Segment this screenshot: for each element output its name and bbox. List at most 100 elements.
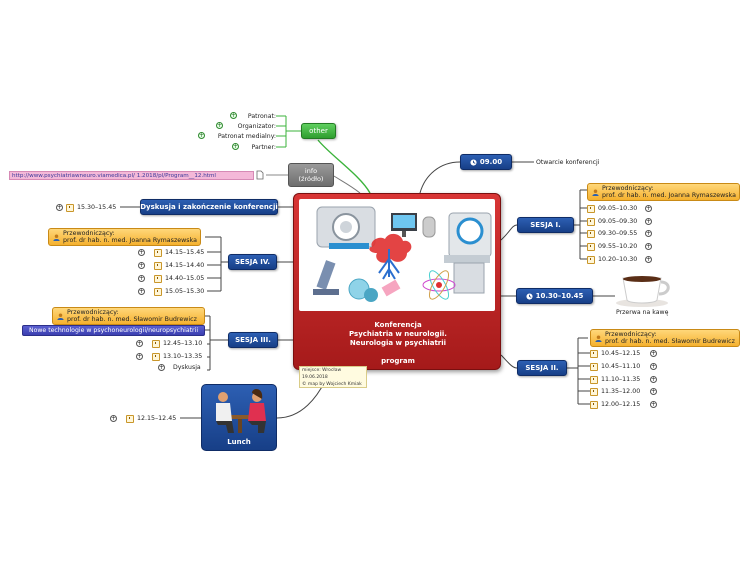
other-item-patronat[interactable]: Patronat: [247,112,276,120]
expand-icon[interactable]: + [136,353,143,360]
time-label: 09.05–10.30 [598,205,638,212]
time-label: 12.45–13.10 [163,340,203,347]
chair-title: Przewodniczący: [63,229,115,237]
expand-icon[interactable]: + [650,363,657,370]
time-label: 11.35–12.00 [601,388,641,395]
sesja-2-time-2[interactable]: 10.45–11.10 [590,362,640,371]
sesja-1-time-3[interactable]: 09.30–09.55 [587,229,637,238]
chair-name: prof. dr hab. n. med. Joanna Rymaszewska [63,237,197,244]
sesja-1-time-5[interactable]: 10.20–10.30 [587,255,637,264]
expand-icon[interactable]: + [138,288,145,295]
sesja-1-chair[interactable]: Przewodniczący:prof. dr hab. n. med. Joa… [587,183,740,201]
clock-icon [154,261,162,270]
sesja-1-time-4[interactable]: 09.55–10.20 [587,242,637,251]
expand-icon[interactable]: + [138,249,145,256]
przerwa-na-kawe-text[interactable]: Przerwa na kawę [616,308,669,316]
clock-icon [590,349,598,358]
sesja-1-time-2[interactable]: 09.05–09.30 [587,217,637,226]
sesja-2-time-5[interactable]: 12.00–12.15 [590,400,640,409]
expand-icon[interactable]: + [138,262,145,269]
expand-icon[interactable]: + [216,122,223,129]
sesja-2-node[interactable]: SESJA II. [517,360,567,376]
clock-icon [126,414,134,423]
chair-title: Przewodniczący: [605,330,657,338]
sesja-3-node[interactable]: SESJA III. [228,332,278,348]
expand-icon[interactable]: + [650,388,657,395]
other-item-organizator[interactable]: Organizator: [237,122,276,130]
lunch-people-icon [216,389,266,433]
sesja-2-time-4[interactable]: 11.35–12.00 [590,387,640,396]
info-url-link[interactable]: http://www.psychiatriawneuro.viamedica.p… [9,171,254,180]
expand-icon[interactable]: + [645,205,652,212]
clock-icon [587,242,595,251]
expand-icon[interactable]: + [158,364,165,371]
other-node[interactable]: other [301,123,336,139]
expand-icon[interactable]: + [645,256,652,263]
otwarcie-konferencji-text[interactable]: Otwarcie konferencji [536,158,600,166]
central-topic-node[interactable]: Konferencja Psychiatria w neurologii. Ne… [293,193,501,370]
chair-name: prof. dr hab. n. med. Sławomir Budrewicz [67,316,197,323]
expand-icon[interactable]: + [650,350,657,357]
time-label: 12.15–12.45 [137,415,177,422]
time-label: 14.15–15.45 [165,249,205,256]
expand-icon[interactable]: + [650,376,657,383]
event-note: miejsce: Wrocław 19.06.2018 © map by Woj… [299,366,367,388]
clock-icon [590,400,598,409]
time-label: 09.55–10.20 [598,243,638,250]
info-node[interactable]: info (źródło) [288,163,334,187]
person-icon [57,312,64,320]
clock-icon [154,274,162,283]
clock-icon [152,352,160,361]
expand-icon[interactable]: + [138,275,145,282]
clock-icon [152,339,160,348]
clock-person-icon [526,292,533,300]
lunch-label: Lunch [227,438,251,446]
expand-icon[interactable]: + [230,112,237,119]
time-label: 12.00–12.15 [601,401,641,408]
sesja-1-node[interactable]: SESJA I. [517,217,574,233]
time-label: 10.20–10.30 [598,256,638,263]
time-label: 11.10–11.35 [601,376,641,383]
expand-icon[interactable]: + [198,132,205,139]
other-item-patronat-medialny[interactable]: Patronat medialny: [217,132,276,140]
other-item-partner[interactable]: Partner: [251,143,276,151]
expand-icon[interactable]: + [110,415,117,422]
dyskusja-time[interactable]: 15.30–15.45 [66,203,116,212]
sesja-4-time-2[interactable]: 14.15–14.40 [154,261,204,270]
sesja-1-time-1[interactable]: 09.05–10.30 [587,204,637,213]
sesja-3-topic[interactable]: Nowe technologie w psychoneurologii/neur… [22,325,205,336]
sesja-2-chair[interactable]: Przewodniczący:prof. dr hab. n. med. Sła… [590,329,740,347]
lunch-node[interactable]: Lunch [201,384,277,451]
sesja-4-chair[interactable]: Przewodniczący:prof. dr hab. n. med. Joa… [48,228,201,246]
sesja-3-chair[interactable]: Przewodniczący:prof. dr hab. n. med. Sła… [52,307,205,325]
central-topic-title: Konferencja Psychiatria w neurologii. Ne… [294,321,502,366]
lunch-time[interactable]: 12.15–12.45 [126,414,176,423]
sesja-3-dyskusja[interactable]: Dyskusja [173,364,201,371]
sesja-2-time-1[interactable]: 10.45–12.15 [590,349,640,358]
sesja-3-time-1[interactable]: 12.45–13.10 [152,339,202,348]
sesja-2-time-3[interactable]: 11.10–11.35 [590,375,640,384]
time-label: 14.15–14.40 [165,262,205,269]
chair-title: Przewodniczący: [67,308,119,316]
dyskusja-node[interactable]: Dyskusja i zakończenie konferencji [140,199,278,215]
expand-icon[interactable]: + [650,401,657,408]
expand-icon[interactable]: + [232,143,239,150]
expand-icon[interactable]: + [136,340,143,347]
node-1030[interactable]: 10.30–10.45 [516,288,593,304]
info-label: info [304,167,318,175]
sesja-4-time-3[interactable]: 14.40–15.05 [154,274,204,283]
sesja-4-node[interactable]: SESJA IV. [228,254,277,270]
title-line-4: program [381,357,415,365]
node-0900[interactable]: 09.00 [460,154,512,170]
sesja-4-time-4[interactable]: 15.05–15.30 [154,287,204,296]
expand-icon[interactable]: + [645,243,652,250]
sesja-4-time-1[interactable]: 14.15–15.45 [154,248,204,257]
expand-icon[interactable]: + [645,230,652,237]
sesja-3-time-2[interactable]: 13.10–13.35 [152,352,202,361]
note-date: 19.06.2018 [302,375,328,380]
expand-icon[interactable]: + [56,204,63,211]
note-author: © map by Wojciech Kmiak [302,382,362,387]
time-label: 15.05–15.30 [165,288,205,295]
expand-icon[interactable]: + [645,218,652,225]
person-icon [53,233,60,241]
